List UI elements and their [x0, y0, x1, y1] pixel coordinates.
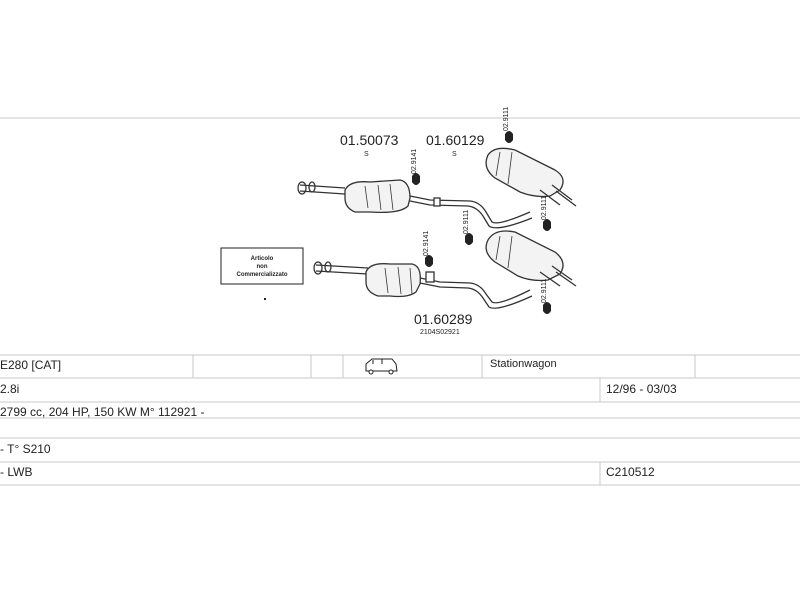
note-line-2: non — [257, 264, 268, 270]
specs-cell: 2799 cc, 204 HP, 150 KW M° 112921 - — [0, 405, 205, 419]
hanger-label-lower-rear: 02.9111 — [463, 210, 470, 234]
stationwagon-car-icon — [365, 358, 398, 375]
model-cell: E280 [CAT] — [0, 358, 62, 372]
part-sub-01-50073: S — [364, 151, 369, 158]
lower-hangers — [425, 233, 551, 314]
lower-exhaust-assembly — [313, 230, 577, 309]
code-cell: C210512 — [606, 465, 655, 479]
type-cell: - T° S210 — [0, 442, 51, 456]
hanger-label-upper-rear: 02.9111 — [503, 107, 510, 131]
part-sub-01-60129: S — [452, 151, 457, 158]
years-cell: 12/96 - 03/03 — [606, 382, 677, 396]
hanger-label-lower-front: 02.9141 — [423, 231, 430, 256]
hanger-label-lower-tail: 02.9111 — [541, 279, 548, 303]
upper-hangers — [412, 131, 551, 231]
upper-exhaust-assembly — [297, 147, 577, 229]
part-label-01-60289: 01.60289 — [414, 311, 473, 327]
not-available-note-box — [220, 247, 304, 285]
note-line-1: Articolo — [251, 256, 274, 262]
variant-cell: - LWB — [0, 465, 33, 479]
hanger-label-upper-front: 02.9141 — [411, 149, 418, 174]
note-line-3: Commercializzato — [236, 272, 287, 278]
hanger-label-upper-tail: 02.9111 — [541, 196, 548, 220]
note-dot — [264, 298, 266, 300]
engine-cell: 2.8i — [0, 382, 20, 396]
table-grid — [0, 354, 800, 486]
part-label-01-60129: 01.60129 — [426, 132, 485, 148]
part-sub-01-60289: 2104S02921 — [420, 329, 460, 336]
body-type-cell: Stationwagon — [490, 358, 557, 370]
part-label-01-50073: 01.50073 — [340, 132, 399, 148]
